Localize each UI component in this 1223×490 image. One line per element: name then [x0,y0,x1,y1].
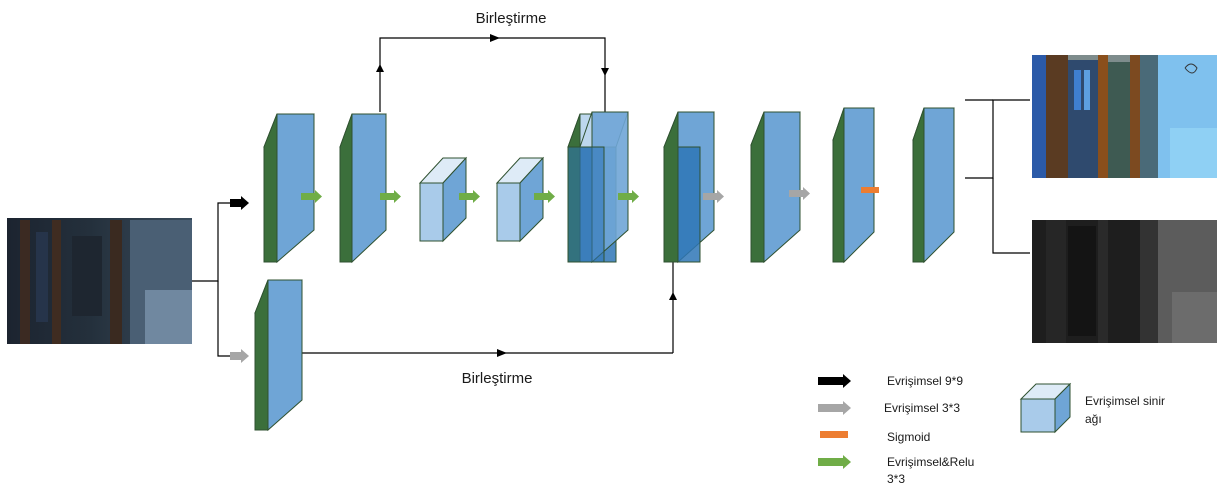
legend: Evrişimsel 9*9 Evrişimsel 3*3 Sigmoid Ev… [818,374,1165,486]
legend-conv3x3-label: Evrişimsel 3*3 [884,401,960,415]
bottom-merge-arrow-right [497,349,507,357]
relu-arrows [301,190,639,203]
legend-conv9x9-label: Evrişimsel 9*9 [887,374,963,388]
conv3x3-arrow [703,190,724,203]
conv-block-3 [418,156,468,243]
top-merge-arrow-up [376,64,384,72]
relu-arrow [618,190,639,203]
conv-layer-9 [912,107,955,264]
output-enhanced-image [1032,55,1217,178]
conv-block-4 [495,156,545,243]
relu-arrow [459,190,480,203]
relu-arrow [380,190,401,203]
legend-cnn-block [1019,382,1072,434]
top-merge-label: Birleştirme [476,10,547,27]
legend-sigmoid: Sigmoid [820,430,930,444]
conv-layer-bottom [254,279,303,432]
legend-conv9x9: Evrişimsel 9*9 [818,374,963,388]
relu-arrow [534,190,555,203]
sigmoid-marker [861,187,879,193]
legend-relu-label: Evrişimsel&Relu [887,455,974,469]
legend-sigmoid-label: Sigmoid [887,430,930,444]
concat-layer-6 [663,111,715,264]
top-merge-arrow-right [490,34,500,42]
bottom-merge-arrow-up [669,292,677,300]
conv9x9-input-arrow [230,196,249,210]
legend-conv3x3: Evrişimsel 3*3 [818,401,960,415]
conv-layer-8 [832,107,875,264]
relu-arrow [301,190,322,203]
conv-layer-7 [750,111,801,264]
bottom-merge-label: Birleştirme [462,370,533,387]
top-merge-arrow-down [601,68,609,76]
legend-cnn-label-2: ağı [1085,412,1102,426]
output-illumination-image [1032,220,1217,343]
conv3x3-input-arrow [230,349,249,363]
concat-layer-5 [567,111,629,264]
conv3x3-arrows [703,187,810,203]
conv3x3-arrow [789,187,810,200]
legend-relu-label-2: 3*3 [887,472,905,486]
input-image [7,218,192,344]
legend-cnn-label: Evrişimsel sinir [1085,394,1165,408]
legend-relu: Evrişimsel&Relu 3*3 [818,455,974,486]
conv-layer-1 [263,113,315,264]
conv-layer-2 [339,113,387,264]
